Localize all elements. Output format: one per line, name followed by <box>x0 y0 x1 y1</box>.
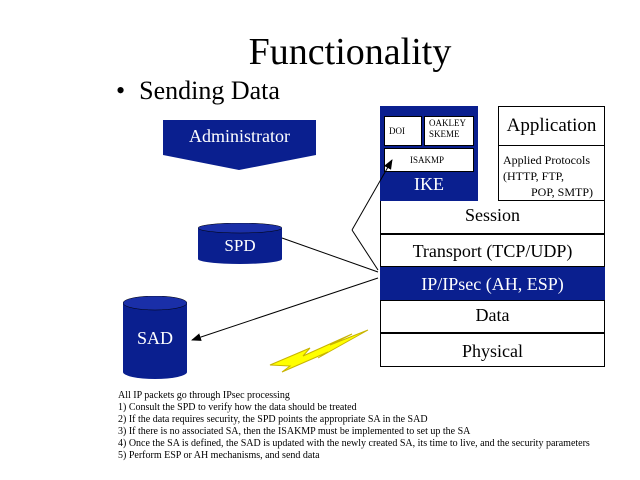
arrow-ipsec-to-ike <box>351 229 379 271</box>
protocols-line-2: (HTTP, FTP, <box>503 169 565 183</box>
skeme-label: SKEME <box>429 129 460 139</box>
line-ipsec-to-spd <box>281 237 379 273</box>
bullet-dot-icon: • <box>116 76 126 105</box>
transport-layer: Transport (TCP/UDP) <box>380 234 605 267</box>
protocols-line-1: Applied Protocols <box>503 153 590 167</box>
oakley-skeme-box: OAKLEY SKEME <box>424 116 474 146</box>
note-line: All IP packets go through IPsec processi… <box>118 390 290 401</box>
isakmp-box: ISAKMP <box>384 148 474 172</box>
bullet-text: Sending Data <box>139 76 280 105</box>
application-box: Application <box>498 106 605 146</box>
sad-cylinder-icon <box>123 296 187 379</box>
spd-cylinder-icon <box>198 223 282 264</box>
ike-label: IKE <box>414 174 444 194</box>
lightning-bolt-icon <box>269 329 369 373</box>
slide-title: Functionality <box>248 31 452 73</box>
note-line: 4) Once the SA is defined, the SAD is up… <box>118 437 590 449</box>
data-layer: Data <box>380 300 605 333</box>
administrator-label: Administrator <box>189 126 290 146</box>
session-layer: Session <box>380 201 605 234</box>
oakley-label: OAKLEY <box>429 118 466 128</box>
note-line: 3) If there is no associated SA, then th… <box>118 425 471 437</box>
doi-box: DOI <box>384 116 422 146</box>
applied-protocols-box: Applied Protocols (HTTP, FTP, POP, SMTP) <box>498 146 605 201</box>
ipsec-layer: IP/IPsec (AH, ESP) <box>380 267 605 300</box>
notes-block: All IP packets go through IPsec processi… <box>118 390 590 461</box>
bullet-sending-data: • Sending Data <box>116 76 280 106</box>
protocols-line-3: POP, SMTP) <box>531 185 594 199</box>
administrator-shape <box>163 120 316 170</box>
connector-lines <box>191 159 393 341</box>
arrow-ipsec-to-sad <box>191 277 379 341</box>
note-line: 5) Perform ESP or AH mechanisms, and sen… <box>118 449 320 461</box>
note-line: 2) If the data requires security, the SP… <box>118 413 428 425</box>
spd-label: SPD <box>224 236 256 255</box>
ike-block: DOI OAKLEY SKEME ISAKMP IKE <box>380 106 478 201</box>
sad-label: SAD <box>136 328 173 348</box>
arrow-ike-segment <box>351 159 393 231</box>
note-line: 1) Consult the SPD to verify how the dat… <box>118 401 357 413</box>
physical-layer: Physical <box>380 333 605 367</box>
